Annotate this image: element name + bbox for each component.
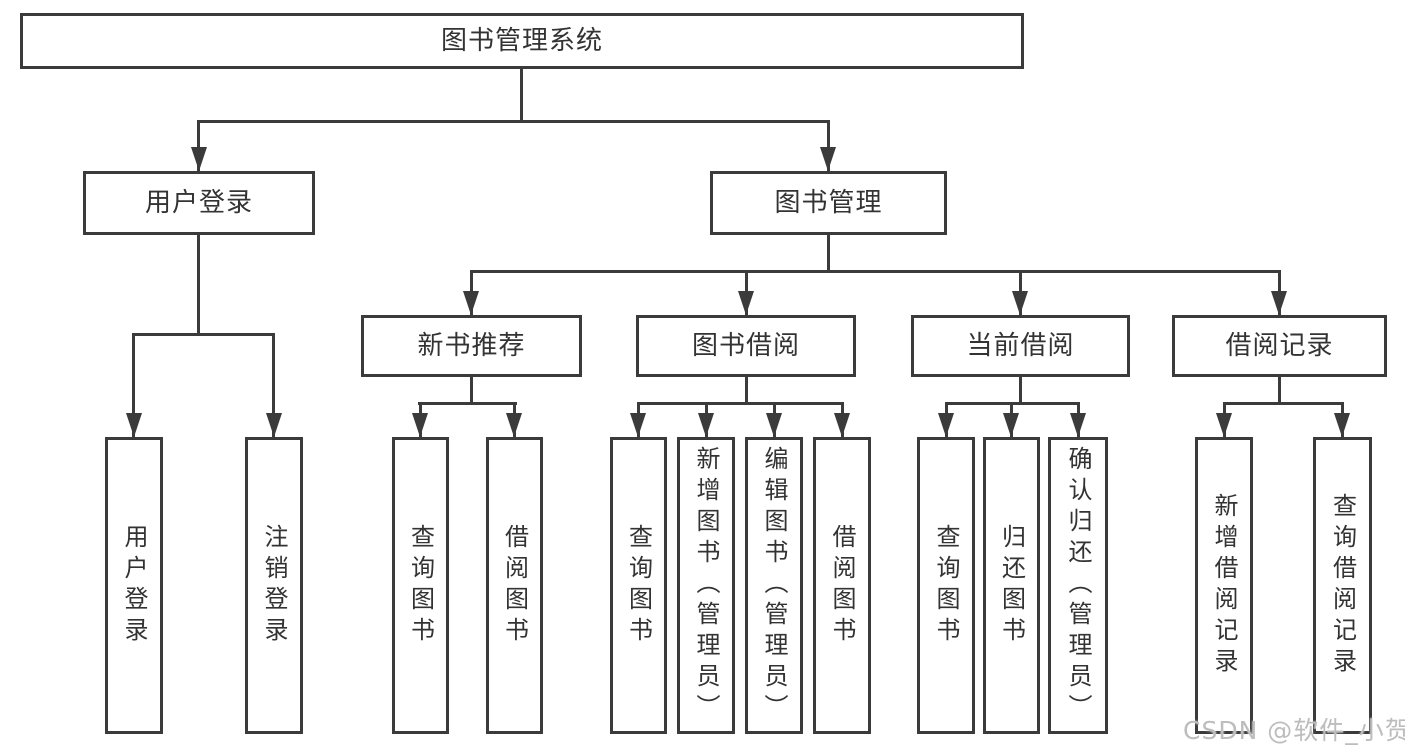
node-cb-query-books: 查询图书 <box>917 437 975 734</box>
node-label: 查询借阅记录 <box>1328 492 1357 679</box>
node-br-add-borrow-record: 新增借阅记录 <box>1195 437 1253 734</box>
node-label: 新书推荐 <box>417 331 526 361</box>
node-bb-edit-books-admin: 编辑图书（管理员） <box>745 437 803 734</box>
node-current-borrowing: 当前借阅 <box>911 315 1130 377</box>
arrowhead-down-icon <box>834 413 850 437</box>
connector-book-borrowing-stub <box>745 377 748 404</box>
node-label: 借阅图书 <box>500 523 529 648</box>
connector-user-login-branch <box>132 333 275 336</box>
arrowhead-down-icon <box>1003 413 1019 437</box>
arrowhead-down-icon <box>630 413 646 437</box>
arrowhead-down-icon <box>1334 413 1350 437</box>
node-user-login: 用户登录 <box>83 171 315 235</box>
node-label: 归还图书 <box>997 523 1026 648</box>
arrowhead-down-icon <box>1070 413 1086 437</box>
connector-new-book-stub <box>470 377 473 404</box>
node-borrowing-records: 借阅记录 <box>1172 315 1387 377</box>
arrowhead-down-icon <box>191 147 207 171</box>
node-label: 图书管理系统 <box>440 26 603 56</box>
arrowhead-down-icon <box>412 413 428 437</box>
node-label: 查询图书 <box>406 523 435 648</box>
node-cb-return-books: 归还图书 <box>983 437 1040 734</box>
arrowhead-down-icon <box>463 291 479 315</box>
connector-new-book-branch <box>418 402 517 405</box>
node-leaf-user-login: 用户登录 <box>105 437 163 734</box>
arrowhead-down-icon <box>820 147 836 171</box>
node-nbr-borrow-books: 借阅图书 <box>486 437 543 734</box>
node-label: 注销登录 <box>260 523 288 648</box>
node-label: 查询图书 <box>932 523 960 648</box>
connector-book-borrowing-branch <box>637 402 844 405</box>
node-new-book-recommendation: 新书推荐 <box>361 315 582 377</box>
connector-stem <box>132 333 135 437</box>
arrowhead-down-icon <box>1012 291 1028 315</box>
arrowhead-down-icon <box>1216 413 1232 437</box>
node-label: 当前借阅 <box>966 331 1075 361</box>
node-label: 借阅记录 <box>1225 331 1334 361</box>
connector-borrowing-records-stub <box>1278 377 1281 404</box>
node-label: 新增图书（管理员） <box>692 446 720 725</box>
node-label: 用户登录 <box>144 188 253 218</box>
arrowhead-down-icon <box>698 413 714 437</box>
node-nbr-query-books: 查询图书 <box>392 437 449 734</box>
node-br-query-borrow-record: 查询借阅记录 <box>1313 437 1372 734</box>
node-label: 新增借阅记录 <box>1210 492 1238 679</box>
node-cb-confirm-return-admin: 确认归还（管理员） <box>1048 437 1108 734</box>
node-bb-add-books-admin: 新增图书（管理员） <box>677 437 735 734</box>
node-bb-borrow-books: 借阅图书 <box>813 437 871 734</box>
connector-book-management-stub <box>827 235 830 272</box>
connector-root-stub <box>520 69 523 121</box>
node-label: 确认归还（管理员） <box>1064 446 1092 725</box>
node-label: 借阅图书 <box>828 523 856 648</box>
connector-book-management-branch <box>470 270 1281 273</box>
arrowhead-down-icon <box>126 413 142 437</box>
node-leaf-logout: 注销登录 <box>245 437 303 734</box>
connector-borrowing-records-branch <box>1223 402 1344 405</box>
connector-root-branch <box>197 120 830 123</box>
connector-stem <box>827 120 830 171</box>
connector-stem <box>197 120 200 171</box>
csdn-watermark: CSDN @软件_小贺同学 <box>1183 716 1405 745</box>
node-label: 用户登录 <box>120 523 148 648</box>
node-bb-query-books: 查询图书 <box>610 437 667 734</box>
node-label: 图书借阅 <box>691 331 800 361</box>
arrowhead-down-icon <box>266 413 282 437</box>
arrowhead-down-icon <box>738 291 754 315</box>
connector-current-borrowing-stub <box>1019 377 1022 404</box>
node-label: 编辑图书（管理员） <box>760 446 788 725</box>
arrowhead-down-icon <box>766 413 782 437</box>
connector-stem <box>272 333 275 437</box>
node-label: 图书管理 <box>774 188 883 218</box>
arrowhead-down-icon <box>506 413 522 437</box>
node-book-borrowing: 图书借阅 <box>636 315 856 377</box>
node-book-management: 图书管理 <box>710 171 947 235</box>
arrowhead-down-icon <box>938 413 954 437</box>
connector-user-login-stub <box>197 235 200 335</box>
node-library-management-system: 图书管理系统 <box>20 13 1024 69</box>
arrowhead-down-icon <box>1271 291 1287 315</box>
node-label: 查询图书 <box>624 523 653 648</box>
